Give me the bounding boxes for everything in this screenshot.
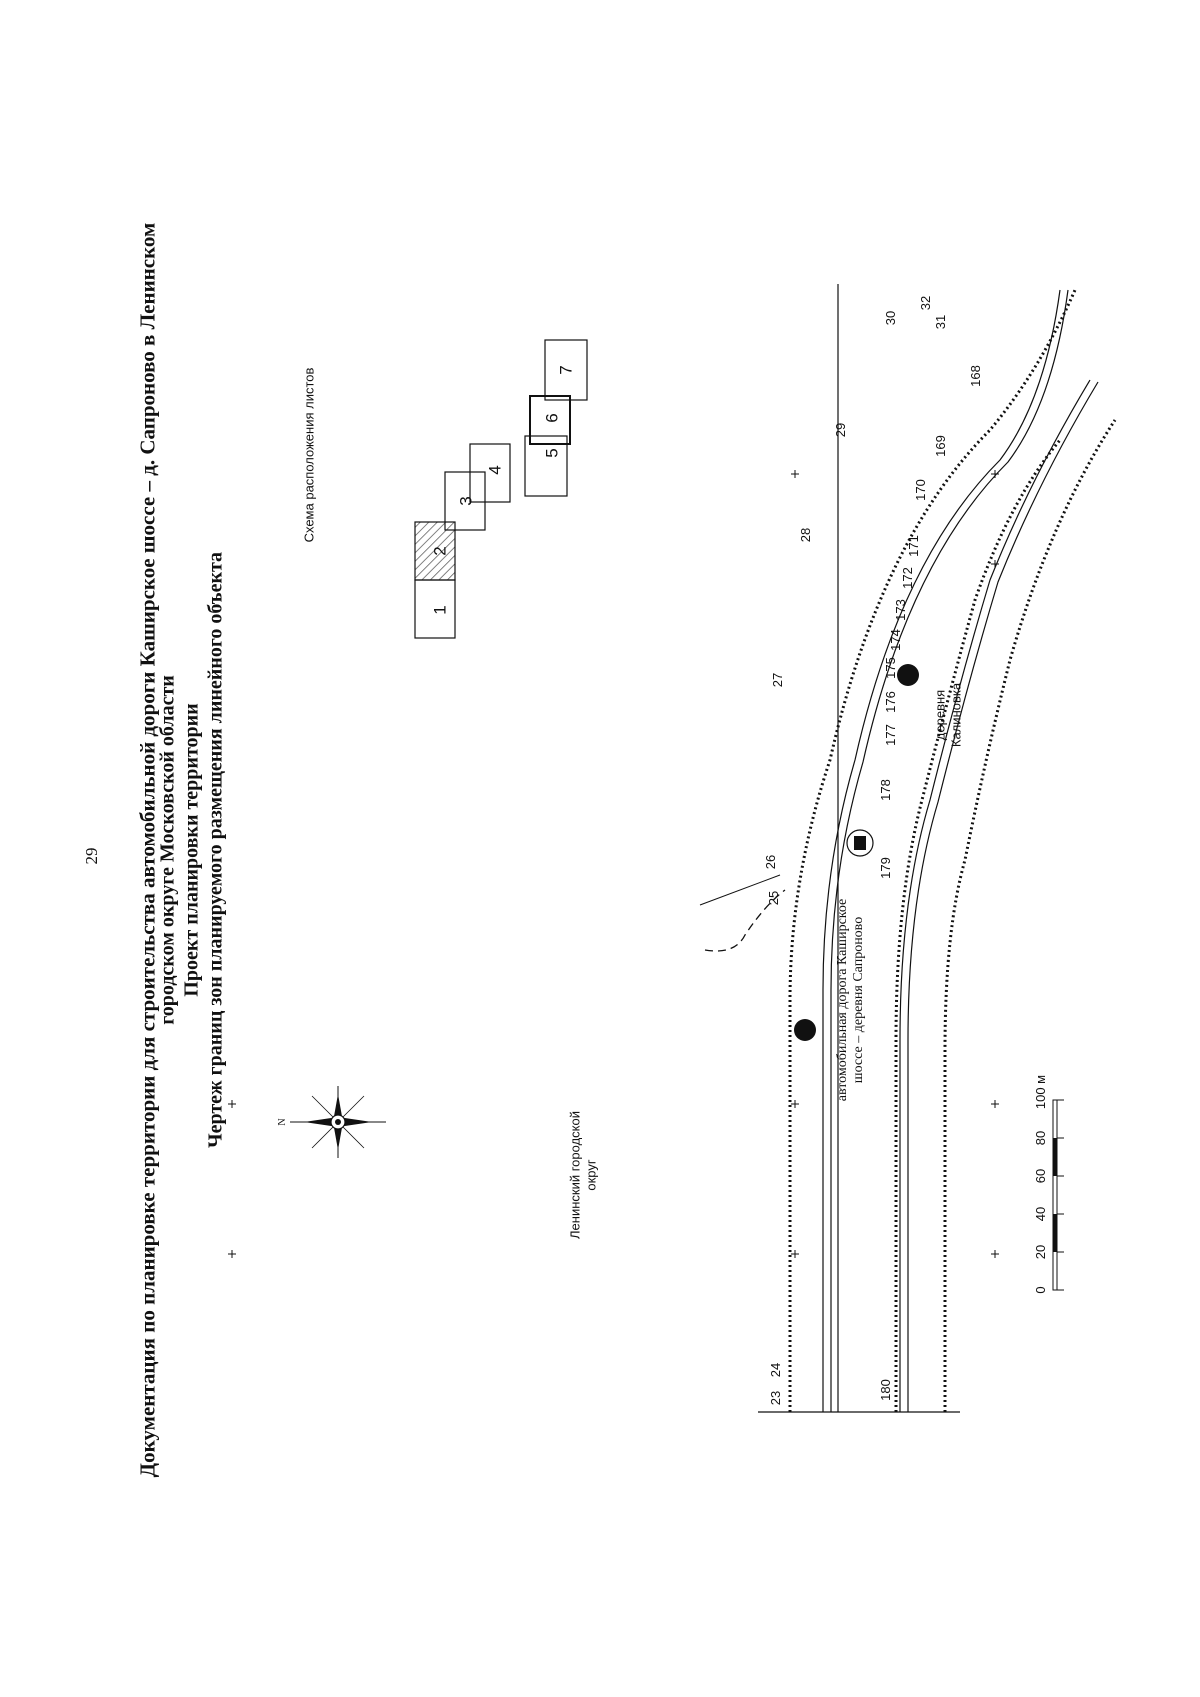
sheet-number: 7 xyxy=(556,365,575,374)
point-number: 27 xyxy=(770,673,785,687)
point-number: 31 xyxy=(933,315,948,329)
sheet-number: 6 xyxy=(542,413,561,422)
sheet-3-frame xyxy=(444,471,486,531)
point-number: 180 xyxy=(878,1379,893,1401)
sheet-4-frame xyxy=(469,443,511,503)
road-sign-icon xyxy=(794,1019,816,1041)
sheet-number: 3 xyxy=(456,496,475,505)
point-number: 23 xyxy=(768,1391,783,1405)
point-number: 169 xyxy=(933,435,948,457)
road-centerlines xyxy=(822,289,1099,1412)
scale-tick-label: 60 xyxy=(1033,1169,1048,1183)
sheet-5-frame xyxy=(524,435,568,497)
sheet-6-frame xyxy=(529,395,571,445)
point-number: 30 xyxy=(883,311,898,325)
scale-tick-label: 20 xyxy=(1033,1245,1048,1259)
sheet-number: 2 xyxy=(430,546,449,555)
point-number: 170 xyxy=(913,479,928,501)
leader-line xyxy=(699,874,781,906)
point-number: 179 xyxy=(878,857,893,879)
point-number: 174 xyxy=(888,629,903,651)
grid-crosses xyxy=(228,470,999,1258)
district-boundary-dashed xyxy=(704,889,786,952)
point-number: 175 xyxy=(883,657,898,679)
scale-tick-label: 40 xyxy=(1033,1207,1048,1221)
sheet-2-frame xyxy=(414,521,456,581)
map-frame xyxy=(758,284,960,1413)
point-number: 24 xyxy=(768,1363,783,1377)
point-number: 26 xyxy=(763,855,778,869)
point-number: 171 xyxy=(906,535,921,557)
sheet-layout-scheme xyxy=(414,339,588,639)
compass-rose xyxy=(290,1086,386,1158)
point-number: 176 xyxy=(883,691,898,713)
sheet-number: 4 xyxy=(485,465,504,474)
sheet-number: 1 xyxy=(430,605,449,614)
point-number: 178 xyxy=(878,779,893,801)
scale-tick-label: 0 xyxy=(1033,1286,1048,1293)
compass-north-label: N xyxy=(277,1118,288,1125)
scale-tick-label: 100 м xyxy=(1033,1075,1048,1109)
point-number: 28 xyxy=(798,528,813,542)
point-number: 168 xyxy=(968,365,983,387)
sheet-7-frame xyxy=(544,339,588,401)
point-number: 29 xyxy=(833,423,848,437)
point-number: 25 xyxy=(766,891,781,905)
point-number: 173 xyxy=(893,599,908,621)
point-number: 172 xyxy=(900,567,915,589)
traffic-light-body xyxy=(854,836,866,850)
intersection-markers xyxy=(794,664,919,1041)
scale-bar: 0 20 40 60 80 100 м xyxy=(1033,1075,1064,1294)
point-number: 32 xyxy=(918,296,933,310)
scale-tick-label: 80 xyxy=(1033,1131,1048,1145)
zone-boundary xyxy=(788,289,1117,1412)
sheet-number: 5 xyxy=(542,448,561,457)
road-sign-icon xyxy=(897,664,919,686)
point-number: 177 xyxy=(883,724,898,746)
